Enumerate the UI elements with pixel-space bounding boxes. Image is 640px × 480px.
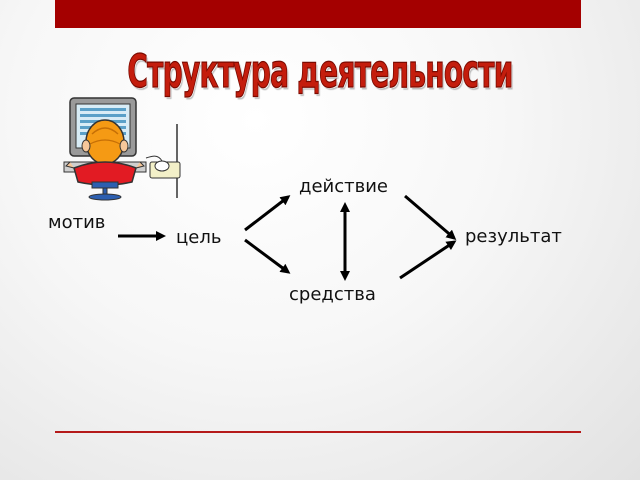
- person-at-computer-illustration: [63, 97, 181, 201]
- bottom-divider-line: [55, 431, 581, 433]
- top-accent-bar: [55, 0, 581, 28]
- arrow-action-to-result: [404, 194, 457, 240]
- slide-title: Структура деятельности: [127, 46, 514, 99]
- arrow-goal-to-means: [244, 238, 291, 274]
- node-motive: мотив: [48, 212, 106, 233]
- node-result: результат: [465, 226, 562, 247]
- node-means: средства: [289, 284, 376, 305]
- arrow-goal-to-action: [244, 195, 291, 232]
- slide-title-container: Структура деятельности: [0, 46, 640, 99]
- node-action: действие: [299, 176, 388, 197]
- node-goal: цель: [176, 227, 222, 248]
- arrow-means-to-result: [399, 240, 457, 280]
